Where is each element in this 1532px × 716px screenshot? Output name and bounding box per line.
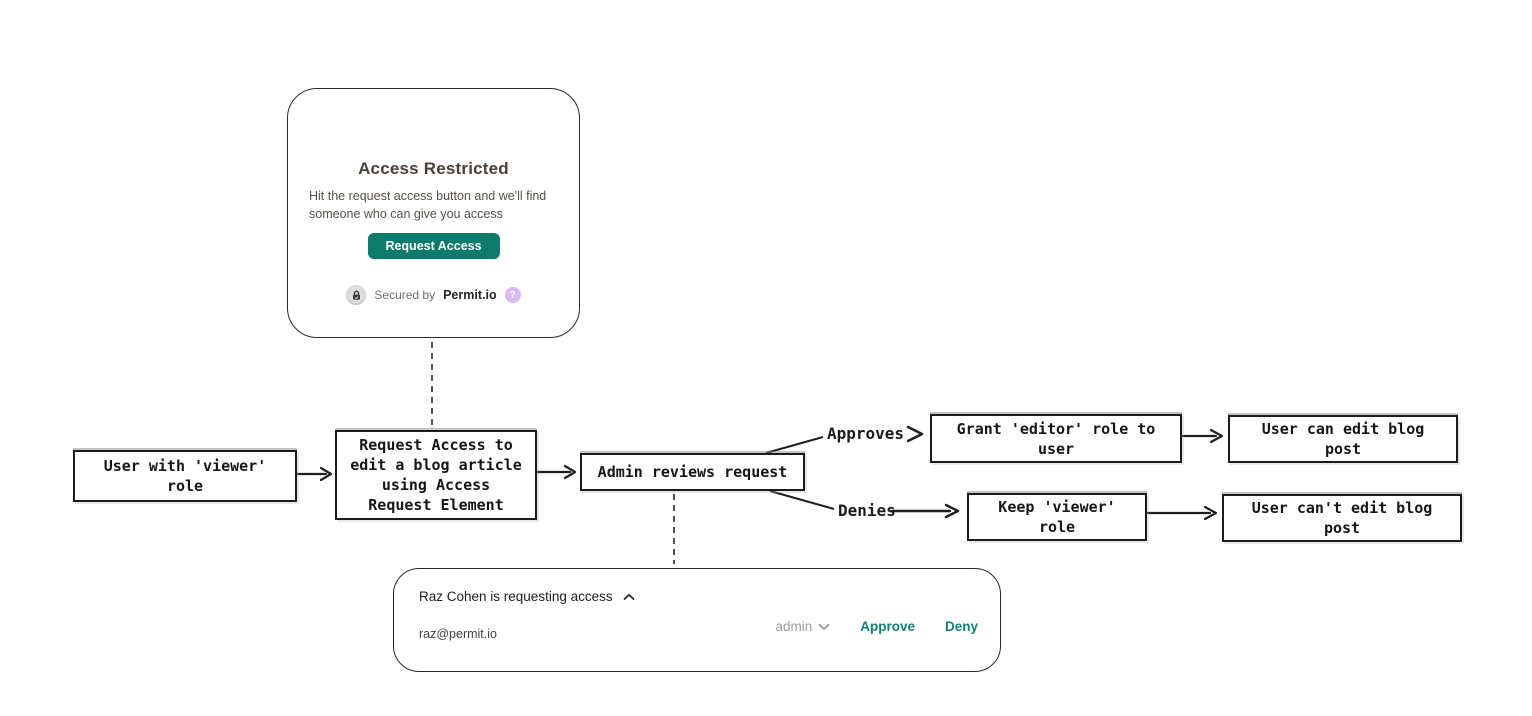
role-select[interactable]: admin [775,619,830,634]
request-actions: admin Approve Deny [775,619,978,634]
request-access-button[interactable]: Request Access [367,233,500,259]
access-restricted-subtitle: Hit the request access button and we'll … [309,189,547,222]
secured-by-row: Secured by Permit.io ? [288,285,579,305]
lock-icon [346,285,367,305]
edge-label-denies: Denies [838,501,896,520]
permit-io-brand: Permit.io [443,288,497,302]
flow-node-keep-viewer-role: Keep 'viewer' role [967,493,1147,541]
approve-button[interactable]: Approve [860,619,915,634]
flow-node-user-cant-edit: User can't edit blog post [1222,494,1462,542]
requester-row[interactable]: Raz Cohen is requesting access [419,589,635,604]
requester-email: raz@permit.io [419,627,497,641]
access-restricted-card: Access Restricted Hit the request access… [287,88,580,338]
help-icon[interactable]: ? [504,287,521,303]
deny-button[interactable]: Deny [944,619,978,634]
chevron-down-icon [818,623,830,630]
requester-text: Raz Cohen is requesting access [419,589,613,604]
secured-by-text: Secured by [374,288,436,302]
role-value: admin [775,619,813,634]
access-request-card: Raz Cohen is requesting access raz@permi… [393,568,1001,672]
flow-node-admin-reviews: Admin reviews request [580,453,805,491]
flow-node-grant-editor-role: Grant 'editor' role to user [930,414,1182,463]
access-restricted-title: Access Restricted [358,159,509,178]
flow-node-user-viewer-role: User with 'viewer' role [73,450,297,502]
edge-label-approves: Approves [827,424,905,443]
flow-node-user-can-edit: User can edit blog post [1228,415,1458,463]
chevron-up-icon[interactable] [623,593,635,601]
flow-node-request-access: Request Access to edit a blog article us… [335,430,537,520]
